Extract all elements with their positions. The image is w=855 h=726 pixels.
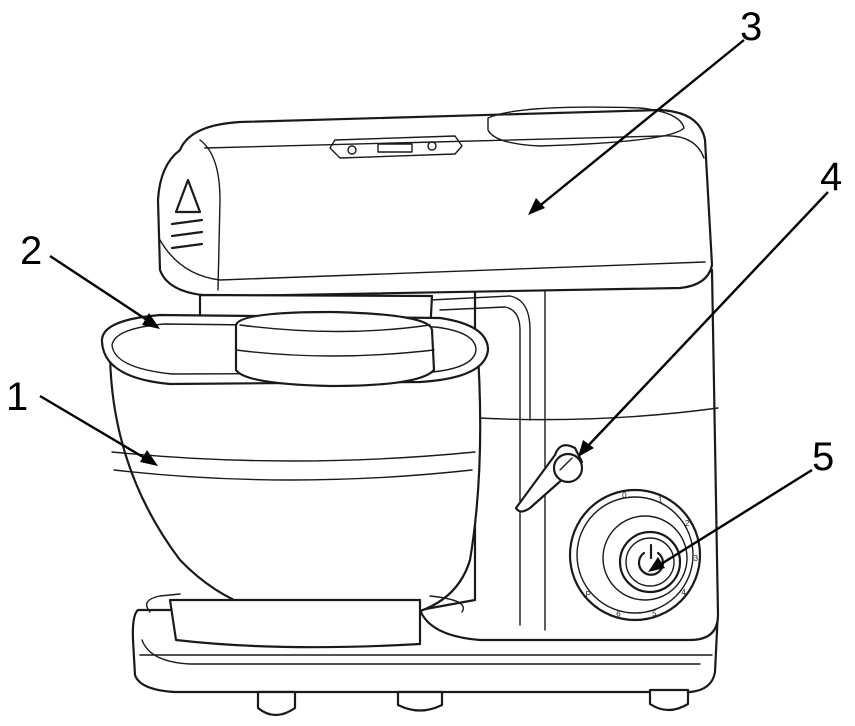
splash-guard-lid bbox=[234, 310, 436, 388]
callout-number-4: 4 bbox=[820, 155, 842, 199]
dial-mark: 3 bbox=[694, 554, 699, 563]
dial-mark: P bbox=[586, 590, 591, 599]
dial-mark: 2 bbox=[685, 519, 690, 528]
dial-mark: 4 bbox=[681, 588, 686, 597]
dial-mark: 1 bbox=[658, 495, 663, 504]
dial-scale: 0 1 2 3 4 5 6 P bbox=[586, 491, 699, 619]
callout-number-1: 1 bbox=[6, 375, 28, 419]
callout-number-3: 3 bbox=[740, 5, 762, 49]
callout-leaders bbox=[39, 39, 829, 572]
callout-number-5: 5 bbox=[812, 435, 834, 479]
dial-mark: 0 bbox=[622, 491, 627, 500]
callout-number-2: 2 bbox=[20, 229, 42, 273]
dial-mark: 6 bbox=[616, 610, 621, 619]
dial-mark: 5 bbox=[652, 609, 657, 618]
speed-dial: 0 1 2 3 4 5 6 P bbox=[568, 488, 702, 622]
tilt-lever bbox=[514, 444, 584, 513]
